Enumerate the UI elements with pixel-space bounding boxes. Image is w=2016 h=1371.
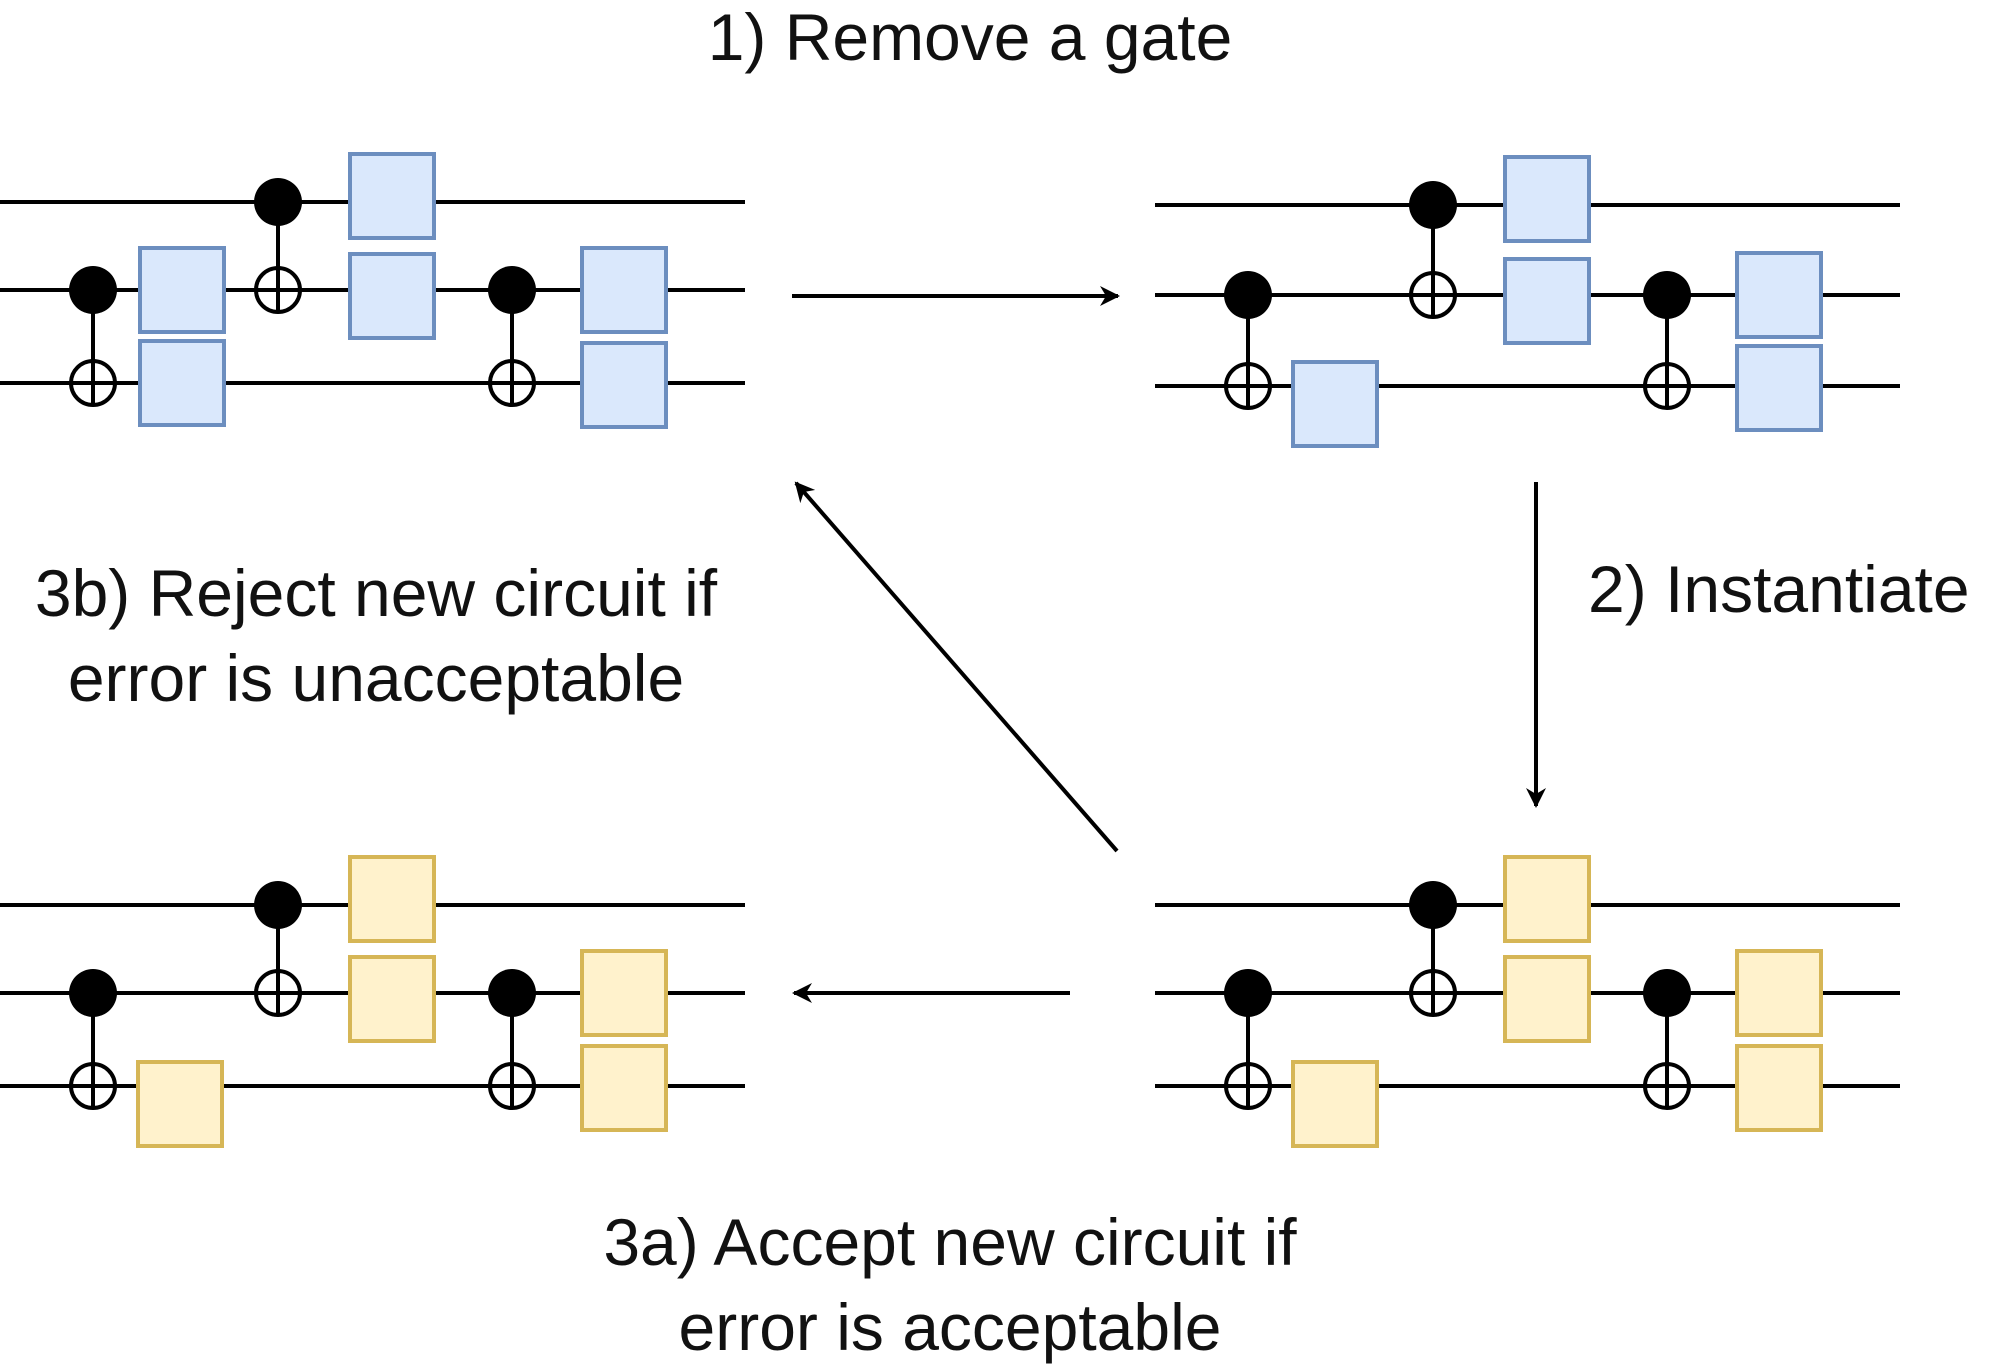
arrows-layer	[792, 286, 1546, 1003]
step3a-label-line2: error is acceptable	[678, 1290, 1222, 1364]
single-qubit-gate-box	[348, 855, 436, 943]
cnot-control-dot	[69, 266, 117, 314]
cnot-control-dot	[1643, 271, 1691, 319]
cnot-control-dot	[254, 881, 302, 929]
step1-label: 1) Remove a gate	[707, 0, 1233, 74]
cnot-control-dot	[1643, 969, 1691, 1017]
single-qubit-gate-box	[348, 955, 436, 1043]
single-qubit-gate-box	[138, 339, 226, 427]
circuits-layer	[0, 152, 1900, 1148]
cnot-control-dot	[488, 969, 536, 1017]
single-qubit-gate-box	[138, 246, 226, 334]
single-qubit-gate-box	[348, 152, 436, 240]
single-qubit-gate-box	[1503, 855, 1591, 943]
step3b-label-line2: error is unacceptable	[67, 641, 685, 715]
cnot-control-dot	[254, 178, 302, 226]
circuit-top-right-removed	[1155, 155, 1900, 448]
single-qubit-gate-box	[1735, 344, 1823, 432]
single-qubit-gate-box	[580, 1044, 668, 1132]
single-qubit-gate-box	[1503, 257, 1591, 345]
step3b-label-line1: 3b) Reject new circuit if	[34, 556, 718, 630]
cnot-control-dot	[1409, 181, 1457, 229]
single-qubit-gate-box	[1503, 955, 1591, 1043]
circuit-top-left-original	[0, 152, 745, 429]
single-qubit-gate-box	[1503, 155, 1591, 243]
single-qubit-gate-box	[136, 1060, 224, 1148]
single-qubit-gate-box	[580, 341, 668, 429]
single-qubit-gate-box	[1735, 1044, 1823, 1132]
single-qubit-gate-box	[1291, 1060, 1379, 1148]
single-qubit-gate-box	[1735, 251, 1823, 339]
cnot-control-dot	[1224, 271, 1272, 319]
cnot-control-dot	[488, 266, 536, 314]
single-qubit-gate-box	[580, 949, 668, 1037]
single-qubit-gate-box	[348, 252, 436, 340]
single-qubit-gate-box	[580, 246, 668, 334]
cnot-control-dot	[69, 969, 117, 1017]
step3a-label-line1: 3a) Accept new circuit if	[603, 1205, 1297, 1279]
single-qubit-gate-box	[1291, 360, 1379, 448]
single-qubit-gate-box	[1735, 949, 1823, 1037]
circuit-bottom-right-instantiated	[1155, 855, 1900, 1148]
cnot-control-dot	[1409, 881, 1457, 929]
cnot-control-dot	[1224, 969, 1272, 1017]
circuit-bottom-left-accepted	[0, 855, 745, 1148]
step2-label: 2) Instantiate	[1588, 552, 1970, 626]
reject-arrow	[794, 481, 1119, 853]
